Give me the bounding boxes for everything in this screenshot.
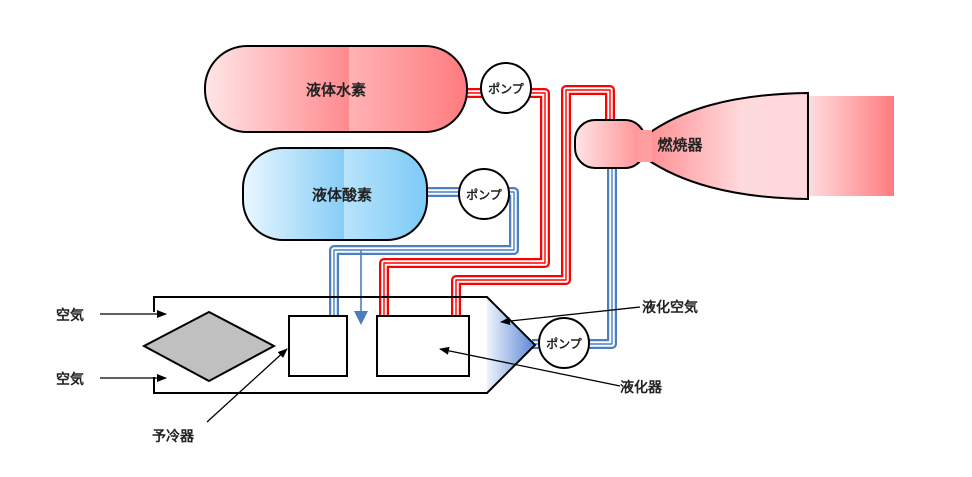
leader-lines — [100, 306, 641, 423]
combustor-assembly — [574, 91, 894, 201]
engine-body — [141, 296, 537, 394]
combustion-chamber — [574, 119, 646, 169]
precooler-box — [288, 315, 348, 377]
oxygen-flow-arrow — [354, 250, 368, 325]
liquefied-air-cone — [487, 298, 535, 393]
pump-hydrogen — [480, 62, 532, 114]
nozzle — [644, 91, 809, 201]
pump-oxygen — [458, 168, 510, 220]
lh2-tank-label: 液体水素 — [306, 81, 366, 99]
air-label-bottom: 空気 — [56, 371, 84, 388]
liquefied-air-label: 液化空気 — [642, 299, 698, 316]
air-label-top: 空気 — [56, 307, 84, 324]
precooler-leader — [206, 348, 288, 423]
precooler-label: 予冷器 — [152, 428, 195, 445]
liquefier-box — [376, 315, 470, 377]
exhaust-plume — [808, 96, 894, 196]
pump-oxygen-label: ポンプ — [466, 187, 503, 202]
pump-air-label: ポンプ — [546, 336, 583, 351]
liquefier-leader — [439, 346, 621, 387]
combustor-label: 燃焼器 — [657, 136, 703, 154]
liquefier-label: 液化器 — [620, 379, 663, 396]
liquid-hydrogen-tank — [204, 45, 468, 133]
pump-air — [538, 317, 590, 369]
pump-hydrogen-label: ポンプ — [488, 81, 525, 96]
hydrogen-pipe-to-combustor — [451, 85, 615, 318]
liquid-oxygen-tank — [242, 147, 428, 241]
engine-housing — [153, 296, 537, 394]
liquefied-air-leader — [500, 306, 641, 326]
precooler-diamond — [141, 310, 277, 383]
lox-tank-label: 液体酸素 — [312, 186, 372, 204]
